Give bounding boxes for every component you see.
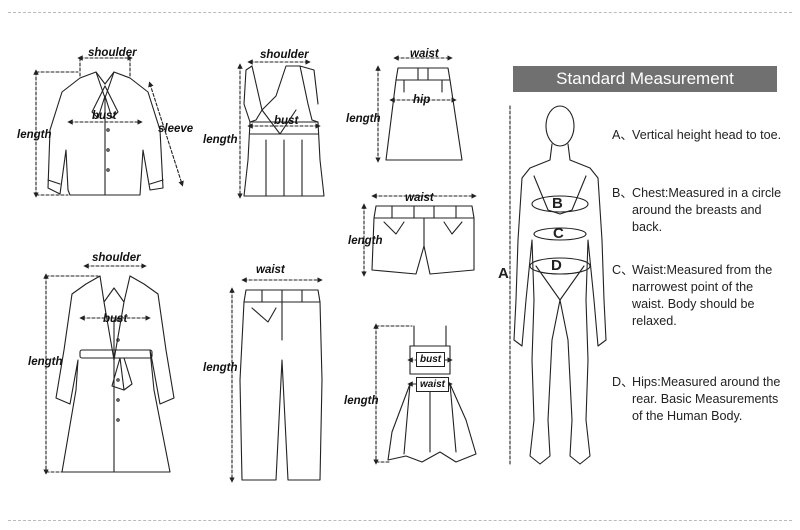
figure-letter-a: A (498, 265, 509, 282)
legend-text: Chest:Measured in a circle around the br… (632, 186, 782, 234)
figure-letter-c: C (553, 225, 564, 242)
skirt-hip-label: hip (413, 94, 431, 106)
skirt-drawing (385, 67, 463, 161)
shorts-waist-label: waist (405, 192, 434, 204)
skirt-length-label: length (346, 113, 381, 125)
skirt-waist-label: waist (410, 48, 439, 60)
legend-item-d: D、 Hips:Measured around the rear. Basic … (612, 374, 787, 425)
shirt-drawing (47, 71, 164, 196)
pants-drawing (239, 289, 323, 481)
shorts-length-label: length (348, 235, 383, 247)
legend-text: Waist:Measured from the narrowest point … (632, 263, 773, 328)
legend-key: D、 (612, 375, 634, 389)
pants-waist-label: waist (256, 264, 285, 276)
tank-bust-label: bust (274, 115, 299, 127)
coat-shoulder-label: shoulder (92, 252, 141, 264)
shirt-sleeve-label: sleeve (158, 123, 194, 135)
tank-shoulder-label: shoulder (260, 49, 309, 61)
legend-item-c: C、 Waist:Measured from the narrowest poi… (612, 262, 787, 330)
shirt-length-label: length (17, 129, 52, 141)
shirt-shoulder-label: shoulder (88, 47, 137, 59)
pants-length-label: length (203, 362, 238, 374)
legend-text: Hips:Measured around the rear. Basic Mea… (632, 375, 781, 423)
shorts-drawing (371, 205, 475, 275)
tank-length-label: length (203, 134, 238, 146)
standard-measurement-title: Standard Measurement (513, 66, 777, 92)
legend-key: A、 (612, 128, 633, 142)
figure-letter-d: D (551, 257, 562, 274)
legend-item-b: B、 Chest:Measured in a circle around the… (612, 185, 787, 236)
body-figure (513, 105, 607, 465)
coat-bust-label: bust (103, 313, 128, 325)
legend-key: B、 (612, 186, 633, 200)
coat-length-label: length (28, 356, 63, 368)
dress-bust-label: bust (416, 352, 446, 367)
dress-waist-label: waist (416, 377, 450, 392)
legend-key: C、 (612, 263, 634, 277)
dress-length-label: length (344, 395, 379, 407)
figure-letter-b: B (552, 195, 563, 212)
legend-item-a: A、 Vertical height head to toe. (612, 127, 787, 144)
shirt-bust-label: bust (92, 110, 117, 122)
tank-drawing (243, 65, 325, 197)
coat-drawing (55, 275, 175, 473)
legend-text: Vertical height head to toe. (632, 128, 782, 142)
dress-drawing (387, 325, 477, 463)
